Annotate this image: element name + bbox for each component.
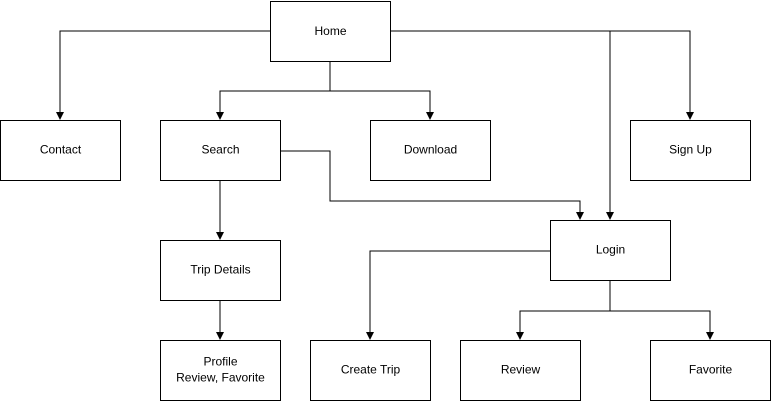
node-profile: Profile Review, Favorite	[160, 340, 281, 401]
node-download-label: Download	[404, 143, 457, 157]
edges	[56, 30, 714, 340]
node-create-trip-label: Create Trip	[341, 363, 401, 377]
node-search-label: Search	[201, 143, 239, 157]
node-trip-details: Trip Details	[160, 240, 281, 301]
node-login-label: Login	[596, 243, 625, 257]
node-trip-details-label: Trip Details	[190, 263, 250, 277]
node-home: Home	[270, 1, 391, 62]
edge-search-login	[280, 150, 584, 220]
node-login: Login	[550, 220, 671, 281]
node-search: Search	[160, 120, 281, 181]
node-profile-label-line-1: Profile	[203, 355, 237, 369]
node-profile-label-line-2: Review, Favorite	[176, 371, 265, 385]
edge-login-review	[516, 281, 611, 340]
edge-home-search	[216, 61, 331, 120]
edge-login-favorite	[610, 310, 714, 340]
edge-home-download	[330, 90, 434, 120]
node-signup: Sign Up	[630, 120, 751, 181]
edge-home-contact	[56, 30, 270, 120]
edge-home-signup	[610, 30, 694, 120]
node-contact: Contact	[0, 120, 121, 181]
node-review: Review	[460, 340, 581, 401]
node-signup-label: Sign Up	[669, 143, 712, 157]
node-favorite: Favorite	[650, 340, 771, 401]
node-review-label: Review	[501, 363, 541, 377]
node-home-label: Home	[314, 24, 346, 38]
node-favorite-label: Favorite	[689, 363, 733, 377]
edge-login-create-trip	[366, 250, 550, 340]
node-contact-label: Contact	[40, 143, 82, 157]
node-create-trip: Create Trip	[310, 340, 431, 401]
node-download: Download	[370, 120, 491, 181]
